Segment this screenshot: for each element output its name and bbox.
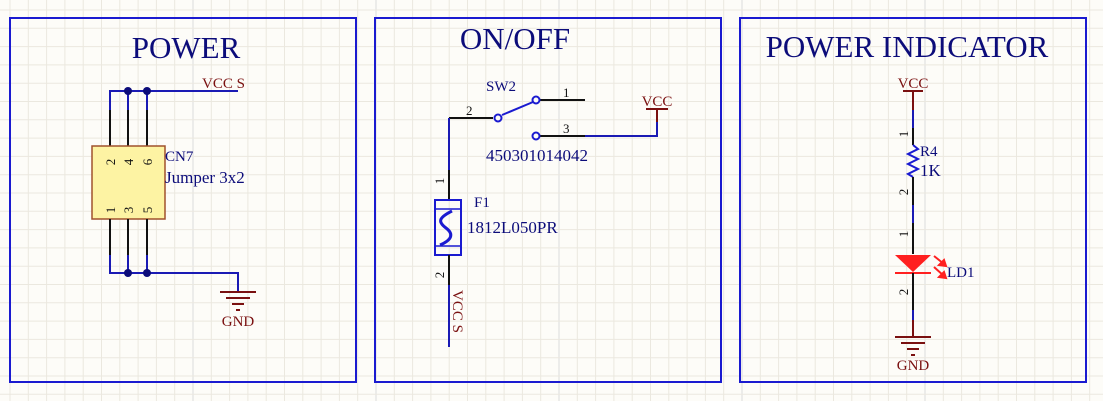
- ground-symbol-icon: [220, 291, 256, 311]
- component-value: Jumper 3x2: [165, 168, 245, 187]
- ground-symbol-icon: [895, 320, 931, 356]
- component-ref: F1: [474, 195, 490, 211]
- pin-number: 3: [563, 121, 570, 136]
- connector-cn7[interactable]: 2 4 6 1 3 5: [91, 110, 166, 255]
- power-port-icon: [903, 90, 923, 110]
- sheet-title: POWER: [132, 30, 241, 65]
- pin-number: 2: [466, 103, 473, 118]
- component-value: 1K: [920, 161, 942, 180]
- pin-number: 1: [432, 178, 447, 185]
- pin-number: 1: [896, 231, 911, 238]
- pin-number: 2: [103, 159, 118, 166]
- pin-number: 4: [121, 158, 136, 165]
- power-port-icon: [646, 108, 668, 122]
- net-label-gnd: GND: [222, 314, 255, 330]
- sheet-indicator[interactable]: POWER INDICATOR VCC 1 2 R4 1K: [739, 17, 1087, 383]
- pin-number: 3: [121, 207, 136, 214]
- component-ref: SW2: [486, 79, 516, 95]
- component-value: 1812L050PR: [467, 218, 558, 237]
- component-ref: R4: [920, 144, 938, 160]
- component-value: 450301014042: [486, 146, 588, 165]
- component-ref: LD1: [947, 265, 975, 281]
- sheet-title: ON/OFF: [460, 21, 570, 56]
- sheet-frame: [739, 17, 1087, 383]
- switch-contact: [531, 131, 541, 141]
- pin-number: 2: [432, 272, 447, 279]
- pin-number: 2: [896, 189, 911, 196]
- junction-dot: [143, 269, 151, 277]
- sheet-onoff[interactable]: ON/OFF SW2 2 1 3 450301014042 VCC: [374, 17, 722, 383]
- pin-number: 6: [140, 158, 155, 165]
- net-label-vcc: VCC: [898, 76, 929, 92]
- pin-number: 2: [896, 289, 911, 296]
- switch-sw2[interactable]: [449, 95, 585, 141]
- junction-dot: [143, 87, 151, 95]
- net-label-vcc: VCC: [642, 94, 673, 110]
- switch-contact: [531, 95, 541, 105]
- pin-number: 5: [140, 207, 155, 214]
- pin-number: 1: [563, 85, 570, 100]
- pin-number: 1: [896, 131, 911, 138]
- resistor-r4[interactable]: [905, 128, 921, 205]
- gnd-wire[interactable]: [109, 255, 239, 291]
- net-label-vcc-s: VCC S: [202, 76, 245, 92]
- sheet-frame: [374, 17, 722, 383]
- light-emission-icon: [933, 255, 948, 280]
- junction-dot: [124, 87, 132, 95]
- led-triangle-icon: [895, 255, 931, 272]
- component-ref: CN7: [165, 149, 194, 165]
- resistor-zigzag-icon: [905, 144, 921, 178]
- sheet-power[interactable]: POWER VCC S 2 4 6 1 3 5 CN7 Jumper 3: [9, 17, 357, 383]
- junction-dot: [124, 269, 132, 277]
- switch-contact: [493, 113, 503, 123]
- net-label-gnd: GND: [897, 358, 930, 374]
- fuse-f1[interactable]: [434, 170, 462, 285]
- pin-number: 1: [103, 207, 118, 214]
- net-label-vcc-s: VCC S: [449, 290, 465, 333]
- fuse-element-icon: [439, 209, 453, 247]
- sheet-frame: [9, 17, 357, 383]
- sheet-title: POWER INDICATOR: [766, 29, 1049, 64]
- led-ld1[interactable]: [895, 223, 948, 310]
